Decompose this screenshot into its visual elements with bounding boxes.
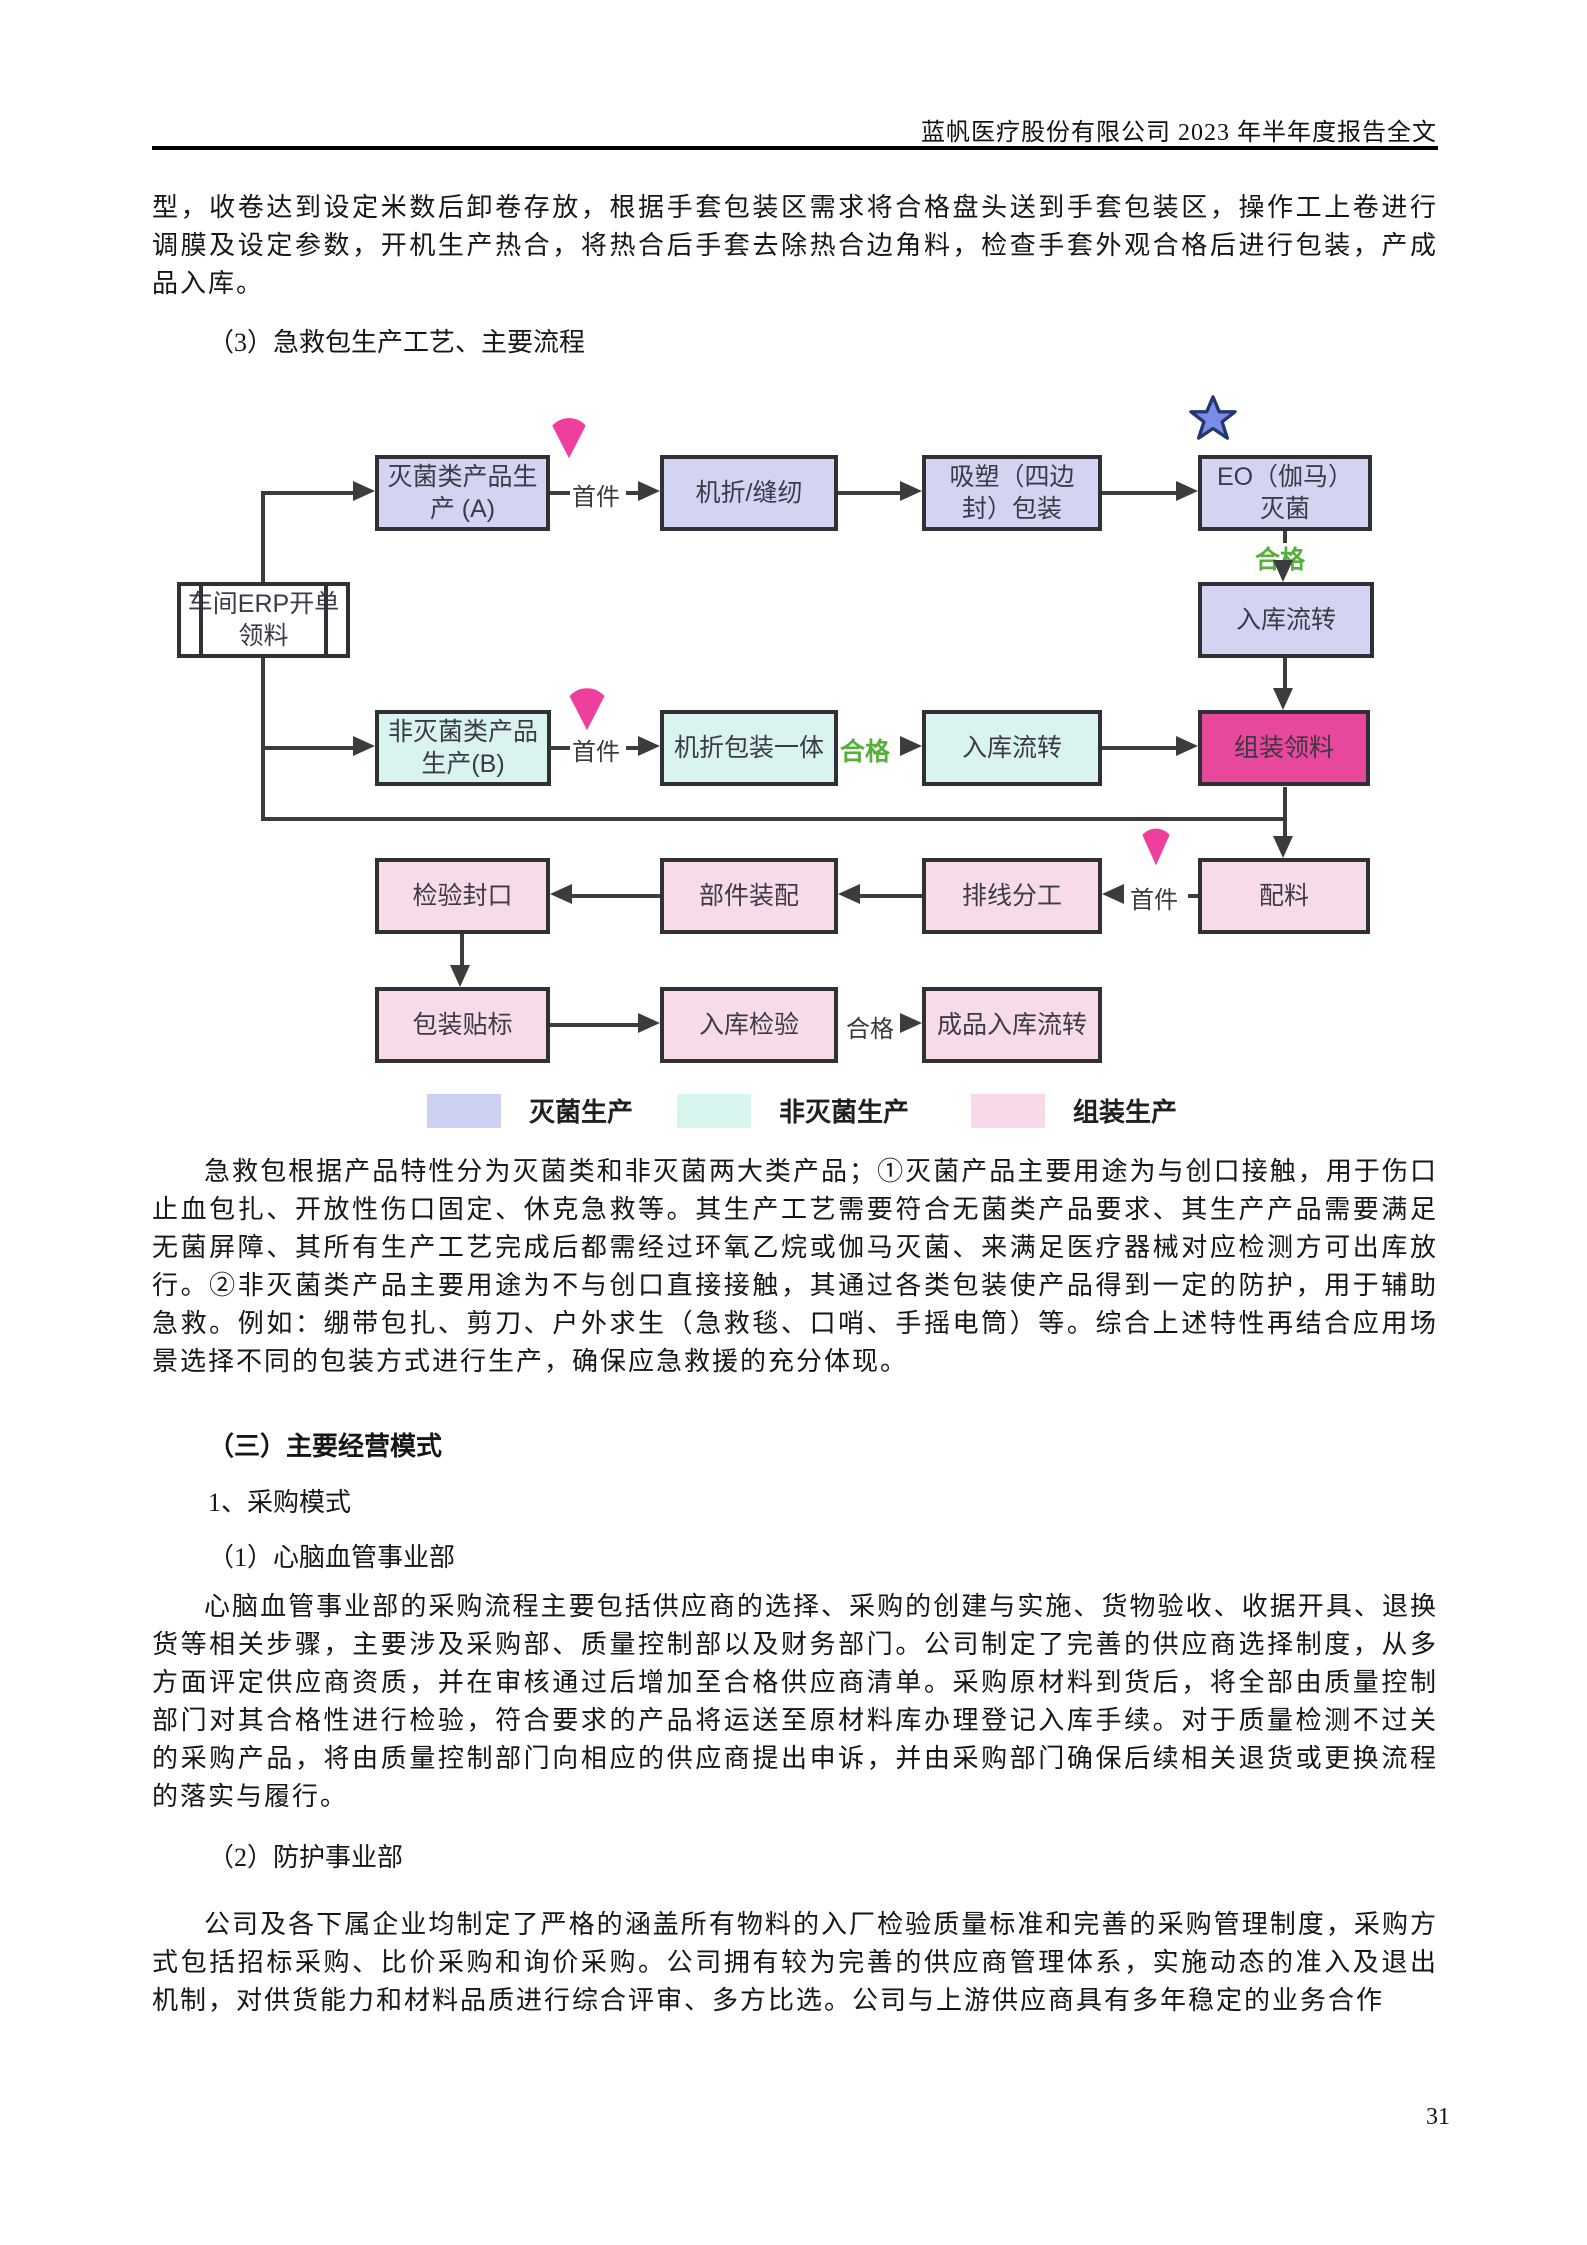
node-fold-sew: 机折/缝纫 bbox=[660, 455, 838, 531]
erp-inner-line bbox=[324, 585, 328, 655]
node-finished-inbound-flow: 成品入库流转 bbox=[922, 987, 1102, 1063]
connector-line bbox=[572, 894, 660, 898]
inspection-marker-icon bbox=[552, 418, 586, 459]
node-wiring-split: 排线分工 bbox=[922, 858, 1102, 934]
arrow-head bbox=[1273, 688, 1293, 710]
node-eo-sterilize: EO（伽马）灭菌 bbox=[1198, 455, 1372, 531]
connector-line bbox=[1283, 787, 1287, 836]
heading-cardio-division: （1）心脑血管事业部 bbox=[208, 1543, 456, 1572]
connector-line bbox=[860, 894, 922, 898]
node-inbound-transfer-sterile: 入库流转 bbox=[1198, 582, 1374, 658]
arrow-head bbox=[900, 736, 922, 756]
arrow-head bbox=[838, 884, 860, 904]
connector-line bbox=[1283, 531, 1287, 543]
edge-label-pass: 合格 bbox=[840, 738, 891, 766]
heading-protection-division: （2）防护事业部 bbox=[208, 1843, 404, 1872]
arrow-head bbox=[550, 884, 572, 904]
heading-business-model: （三）主要经营模式 bbox=[208, 1432, 443, 1461]
connector-line bbox=[261, 491, 265, 582]
erp-inner-line bbox=[199, 585, 203, 655]
connector-line bbox=[460, 934, 464, 966]
header-rule bbox=[152, 146, 1438, 150]
legend-swatch-assembly bbox=[971, 1093, 1045, 1128]
edge-label-first-piece: 首件 bbox=[572, 484, 620, 511]
node-label-packaging: 包装贴标 bbox=[375, 987, 550, 1063]
node-inbound-inspection: 入库检验 bbox=[660, 987, 838, 1063]
heading-first-aid-process: （3）急救包生产工艺、主要流程 bbox=[208, 328, 586, 357]
arrow-head bbox=[1102, 884, 1124, 904]
arrow-head bbox=[900, 481, 922, 501]
connector-line bbox=[261, 491, 355, 495]
node-erp-label: 车间ERP开单领料 bbox=[187, 590, 340, 650]
legend-swatch-sterile bbox=[427, 1093, 501, 1128]
legend-swatch-nonsterile bbox=[677, 1093, 751, 1128]
inspection-marker-icon bbox=[1142, 828, 1170, 866]
node-assembly-picking: 组装领料 bbox=[1198, 710, 1370, 786]
paragraph-protection-purchasing: 公司及各下属企业均制定了严格的涵盖所有物料的入厂检验质量标准和完善的采购管理制度… bbox=[152, 1910, 1438, 2015]
node-ingredients: 配料 bbox=[1198, 858, 1370, 934]
connector-line bbox=[626, 746, 640, 750]
arrow-head bbox=[353, 481, 375, 501]
legend-item-assembly: 组装生产 bbox=[971, 1092, 1177, 1129]
arrow-head bbox=[1176, 736, 1198, 756]
page-number: 31 bbox=[1426, 2104, 1450, 2130]
connector-line bbox=[261, 658, 265, 821]
node-blister-pack: 吸塑（四边封）包装 bbox=[922, 455, 1102, 531]
connector-line bbox=[550, 746, 570, 750]
legend-item-nonsterile: 非灭菌生产 bbox=[677, 1092, 909, 1129]
legend-label: 灭菌生产 bbox=[529, 1097, 634, 1127]
arrow-head bbox=[450, 965, 470, 987]
node-nonsterile-production-b: 非灭菌类产品生产(B) bbox=[375, 710, 551, 786]
node-fold-pack-combined: 机折包装一体 bbox=[660, 710, 838, 786]
node-erp-order: 车间ERP开单领料 bbox=[177, 582, 350, 658]
node-inbound-transfer-nonsterile: 入库流转 bbox=[922, 710, 1102, 786]
connector-line bbox=[550, 491, 570, 495]
paragraph-glove-process: 型，收卷达到设定米数后卸卷存放，根据手套包装区需求将合格盘头送到手套包装区，操作… bbox=[152, 193, 1438, 298]
page-header: 蓝帆医疗股份有限公司 2023 年半年度报告全文 bbox=[921, 120, 1437, 146]
legend-label: 组装生产 bbox=[1073, 1097, 1178, 1127]
arrow-head bbox=[353, 736, 375, 756]
edge-label-first-piece: 首件 bbox=[1130, 887, 1178, 914]
paragraph-cardio-purchasing: 心脑血管事业部的采购流程主要包括供应商的选择、采购的创建与实施、货物验收、收据开… bbox=[152, 1592, 1438, 1811]
connector-line bbox=[838, 491, 900, 495]
arrow-head bbox=[1273, 560, 1293, 582]
star-icon bbox=[1189, 395, 1237, 440]
inspection-marker-icon bbox=[569, 688, 605, 731]
connector-line bbox=[261, 817, 1287, 821]
connector-line bbox=[1283, 658, 1287, 688]
legend-item-sterile: 灭菌生产 bbox=[427, 1092, 633, 1129]
arrow-head bbox=[638, 1013, 660, 1033]
connector-line bbox=[1102, 491, 1176, 495]
arrow-head bbox=[638, 481, 660, 501]
arrow-head bbox=[1176, 481, 1198, 501]
connector-line bbox=[1188, 894, 1198, 898]
connector-line bbox=[626, 491, 640, 495]
legend-label: 非灭菌生产 bbox=[779, 1097, 910, 1127]
edge-label-first-piece: 首件 bbox=[572, 739, 620, 766]
connector-line bbox=[1102, 746, 1176, 750]
node-seal-inspection: 检验封口 bbox=[375, 858, 550, 934]
arrow-head bbox=[1273, 836, 1293, 858]
arrow-head bbox=[638, 736, 660, 756]
first-aid-kit-flowchart: 灭菌类产品生产 (A) 机折/缝纫 吸塑（四边封）包装 EO（伽马）灭菌 车间E… bbox=[0, 390, 1587, 1152]
connector-line bbox=[261, 746, 355, 750]
edge-label-pass: 合格 bbox=[846, 1016, 894, 1043]
paragraph-product-categories: 急救包根据产品特性分为灭菌类和非灭菌两大类产品；①灭菌产品主要用途为与创口接触，… bbox=[152, 1157, 1438, 1376]
node-sterile-production-a: 灭菌类产品生产 (A) bbox=[375, 455, 550, 531]
connector-line bbox=[550, 1023, 638, 1027]
arrow-head bbox=[900, 1013, 922, 1033]
node-parts-assembly: 部件装配 bbox=[660, 858, 838, 934]
heading-purchase-model: 1、采购模式 bbox=[208, 1488, 352, 1517]
